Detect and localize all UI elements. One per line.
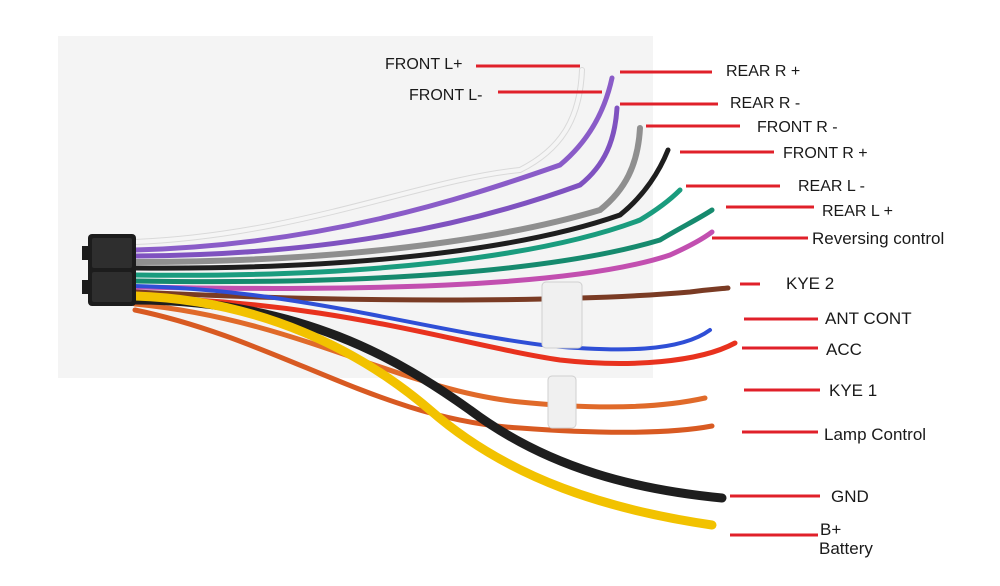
wire-black-top: [132, 147, 671, 271]
wire-tag-2: [547, 375, 577, 429]
wire-green-2: [132, 207, 715, 285]
label-battery: Battery: [819, 539, 873, 558]
label-kye-2: KYE 2: [786, 274, 835, 293]
label-lamp-control: Lamp Control: [824, 425, 927, 444]
label-gnd: GND: [831, 487, 869, 506]
label-reversing-control: Reversing control: [812, 229, 945, 248]
wire-yellow: [130, 291, 717, 530]
wire-orange-1: [132, 301, 708, 410]
leader-lines: [476, 64, 820, 537]
label-ant-cont: ANT CONT: [825, 309, 912, 328]
harness-connector: [82, 234, 136, 306]
wire-orange-2: [132, 307, 715, 435]
label-rear-l-minus: REAR L -: [798, 178, 865, 195]
wire-red: [132, 295, 738, 366]
wire-pink: [132, 229, 715, 291]
label-kye-1: KYE 1: [829, 381, 878, 400]
wire-green-1: [132, 187, 683, 278]
wire-gray: [132, 125, 643, 265]
label-front-r-minus: FRONT R -: [757, 119, 838, 136]
label-rear-r-minus: REAR R -: [730, 95, 801, 112]
label-b-plus: B+: [820, 520, 842, 539]
wire-blue: [133, 284, 712, 352]
label-front-l-plus: FRONT L+: [385, 56, 463, 73]
label-rear-l-plus: REAR L +: [822, 203, 893, 220]
label-front-r-plus: FRONT R +: [783, 145, 868, 162]
label-front-l-minus: FRONT L-: [409, 87, 483, 104]
label-rear-r-plus: REAR R +: [726, 63, 801, 80]
label-acc: ACC: [826, 340, 862, 359]
wire-brown: [132, 285, 731, 303]
wires: [130, 67, 738, 530]
wire-purple-1: [132, 75, 615, 253]
wire-tag-1: [541, 281, 583, 349]
wire-purple-2: [132, 105, 620, 259]
wire-white-core: [133, 68, 584, 244]
